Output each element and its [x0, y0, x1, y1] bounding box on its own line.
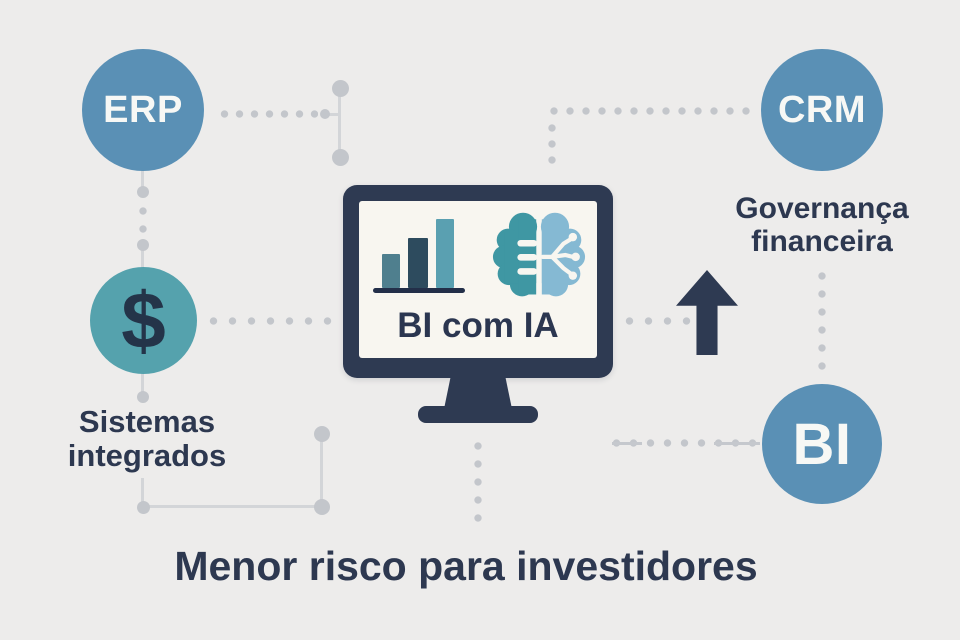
node-bi-label: BI	[792, 411, 852, 477]
node-bi: BI	[762, 384, 882, 504]
dotted-line-monitor-to-arrow	[620, 317, 696, 325]
connector-dot	[137, 186, 149, 198]
connector-line	[338, 94, 341, 152]
connector-dot	[137, 501, 150, 514]
connector-line	[714, 442, 760, 445]
bar-chart-bar-3	[436, 219, 454, 288]
dotted-line-crm-corner-down	[548, 120, 556, 172]
monitor-screen-label: BI com IA	[397, 306, 559, 345]
dotted-line-money-to-monitor	[204, 317, 338, 325]
ai-brain-icon	[492, 212, 586, 297]
monitor-screen: BI com IA	[359, 201, 597, 358]
connector-dot	[137, 239, 149, 251]
node-erp-label: ERP	[103, 88, 183, 131]
up-arrow-icon	[676, 270, 738, 355]
headline: Menor risco para investidores	[174, 543, 758, 589]
bar-chart-bar-2	[408, 238, 428, 288]
node-crm: CRM	[761, 49, 883, 171]
connector-dot	[332, 149, 349, 166]
connector-line	[141, 372, 144, 396]
node-crm-label: CRM	[777, 88, 867, 131]
dotted-line-to-crm	[546, 107, 750, 115]
connector-line	[141, 246, 144, 270]
monitor-stand-base	[418, 406, 538, 423]
caption-systems: Sistemas integrados	[67, 404, 227, 473]
connector-line	[143, 505, 322, 508]
caption-governance: Governança financeira	[735, 192, 909, 258]
bar-chart-bar-1	[382, 254, 400, 288]
dollar-icon: $	[121, 275, 166, 365]
bar-chart-baseline	[373, 288, 465, 293]
connector-dot	[332, 80, 349, 97]
monitor-icon: BI com IA	[343, 185, 613, 378]
dotted-line-erp-to-money	[139, 202, 147, 240]
connector-line	[320, 436, 323, 507]
dotted-line-below-monitor	[474, 437, 482, 525]
dotted-line-to-bi	[608, 439, 758, 447]
connector-dot	[314, 426, 330, 442]
connector-dot	[320, 109, 330, 119]
dotted-line-governance-to-bi	[818, 267, 826, 375]
dotted-line-erp-right	[217, 110, 318, 118]
node-money: $	[90, 267, 197, 374]
connector-line	[326, 113, 341, 116]
connector-dot	[137, 391, 149, 403]
connector-line	[141, 170, 144, 192]
monitor-stand-neck	[444, 376, 512, 409]
node-erp: ERP	[82, 49, 204, 171]
connector-dot	[314, 499, 330, 515]
connector-line	[612, 442, 642, 445]
connector-line	[141, 478, 144, 506]
